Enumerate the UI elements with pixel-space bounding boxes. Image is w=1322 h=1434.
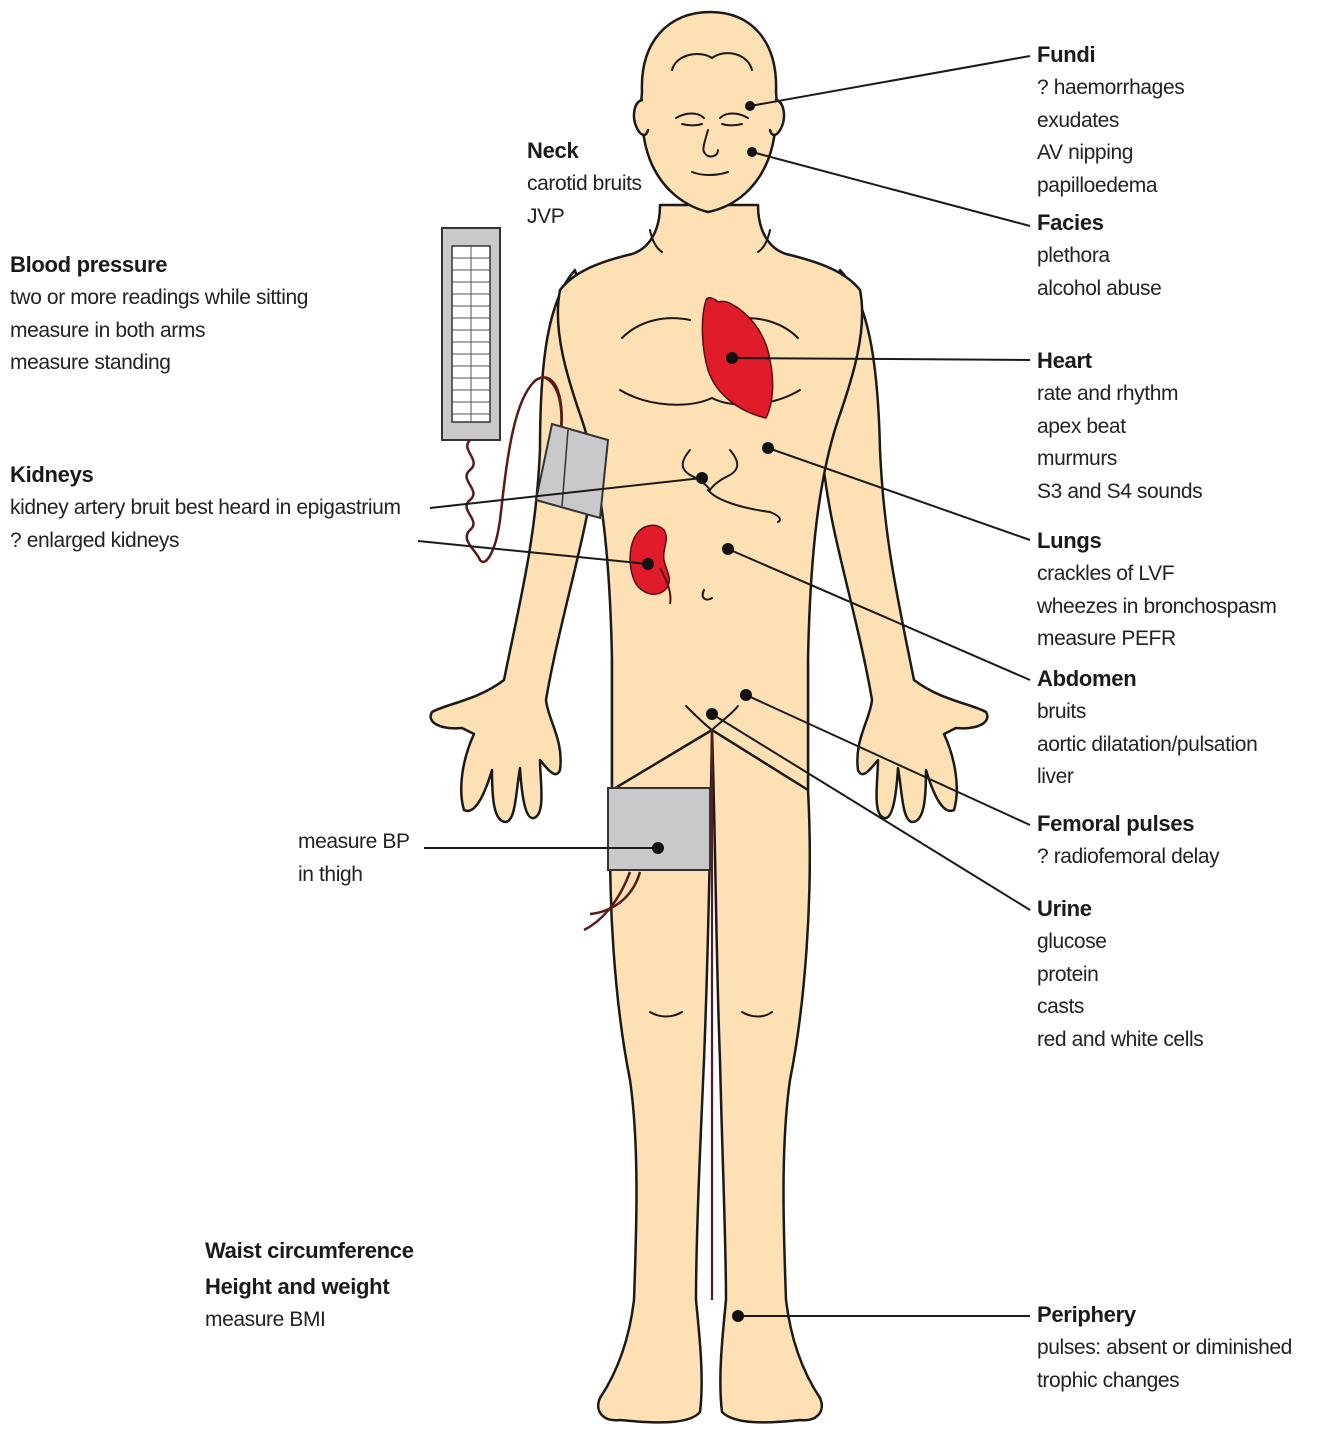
- urine-label: Urine glucose protein casts red and whit…: [1037, 898, 1203, 1061]
- blood-pressure-item: measure in both arms: [10, 320, 308, 353]
- heart-item: rate and rhythm: [1037, 383, 1202, 416]
- femoral-pulses-label: Femoral pulses ? radiofemoral delay: [1037, 813, 1219, 879]
- waist-heading: Waist circumference: [205, 1240, 414, 1273]
- thigh-bp-label: measure BP in thigh: [298, 831, 410, 896]
- fundi-item: exudates: [1037, 110, 1184, 143]
- lungs-item: measure PEFR: [1037, 628, 1276, 661]
- periphery-item: pulses: absent or diminished: [1037, 1337, 1292, 1370]
- kidneys-item: ? enlarged kidneys: [10, 530, 401, 563]
- fundi-item: papilloedema: [1037, 175, 1184, 208]
- urine-item: protein: [1037, 964, 1203, 997]
- lungs-item: crackles of LVF: [1037, 563, 1276, 596]
- urine-item: red and white cells: [1037, 1029, 1203, 1062]
- thigh-bp-item: in thigh: [298, 864, 410, 897]
- fundi-label: Fundi ? haemorrhages exudates AV nipping…: [1037, 44, 1184, 207]
- femoral-pulses-item: ? radiofemoral delay: [1037, 846, 1219, 879]
- blood-pressure-item: measure standing: [10, 352, 308, 385]
- facies-item: plethora: [1037, 245, 1161, 278]
- kidneys-heading: Kidneys: [10, 464, 401, 497]
- facies-item: alcohol abuse: [1037, 278, 1161, 311]
- neck-item: carotid bruits: [527, 173, 642, 206]
- periphery-item: trophic changes: [1037, 1370, 1292, 1403]
- blood-pressure-heading: Blood pressure: [10, 254, 308, 287]
- urine-item: casts: [1037, 996, 1203, 1029]
- femoral-pulses-heading: Femoral pulses: [1037, 813, 1219, 846]
- heart-heading: Heart: [1037, 350, 1202, 383]
- kidneys-label: Kidneys kidney artery bruit best heard i…: [10, 464, 401, 562]
- urine-heading: Urine: [1037, 898, 1203, 931]
- kidneys-item: kidney artery bruit best heard in epigas…: [10, 497, 401, 530]
- periphery-heading: Periphery: [1037, 1304, 1292, 1337]
- waist-label: Waist circumference: [205, 1240, 414, 1273]
- abdomen-item: liver: [1037, 766, 1257, 799]
- blood-pressure-item: two or more readings while sitting: [10, 287, 308, 320]
- facies-heading: Facies: [1037, 212, 1161, 245]
- neck-label: Neck carotid bruits JVP: [527, 140, 642, 238]
- heart-item: S3 and S4 sounds: [1037, 481, 1202, 514]
- lungs-item: wheezes in bronchospasm: [1037, 596, 1276, 629]
- thigh-bp-item: measure BP: [298, 831, 410, 864]
- urine-item: glucose: [1037, 931, 1203, 964]
- heart-label: Heart rate and rhythm apex beat murmurs …: [1037, 350, 1202, 513]
- abdomen-item: aortic dilatation/pulsation: [1037, 734, 1257, 767]
- neck-heading: Neck: [527, 140, 642, 173]
- head: [641, 12, 776, 212]
- fundi-item: AV nipping: [1037, 142, 1184, 175]
- height-weight-heading: Height and weight: [205, 1276, 389, 1309]
- height-weight-label: Height and weight measure BMI: [205, 1276, 389, 1342]
- abdomen-heading: Abdomen: [1037, 668, 1257, 701]
- abdomen-label: Abdomen bruits aortic dilatation/pulsati…: [1037, 668, 1257, 799]
- fundi-item: ? haemorrhages: [1037, 77, 1184, 110]
- periphery-label: Periphery pulses: absent or diminished t…: [1037, 1304, 1292, 1402]
- heart-item: murmurs: [1037, 448, 1202, 481]
- blood-pressure-label: Blood pressure two or more readings whil…: [10, 254, 308, 385]
- lungs-label: Lungs crackles of LVF wheezes in broncho…: [1037, 530, 1276, 661]
- heart-item: apex beat: [1037, 416, 1202, 449]
- fundi-heading: Fundi: [1037, 44, 1184, 77]
- fundi-leader: [750, 56, 1030, 106]
- lungs-heading: Lungs: [1037, 530, 1276, 563]
- torso: [558, 205, 862, 790]
- height-weight-item: measure BMI: [205, 1309, 389, 1342]
- facies-leader: [752, 152, 1030, 226]
- neck-item: JVP: [527, 206, 642, 239]
- facies-label: Facies plethora alcohol abuse: [1037, 212, 1161, 310]
- abdomen-item: bruits: [1037, 701, 1257, 734]
